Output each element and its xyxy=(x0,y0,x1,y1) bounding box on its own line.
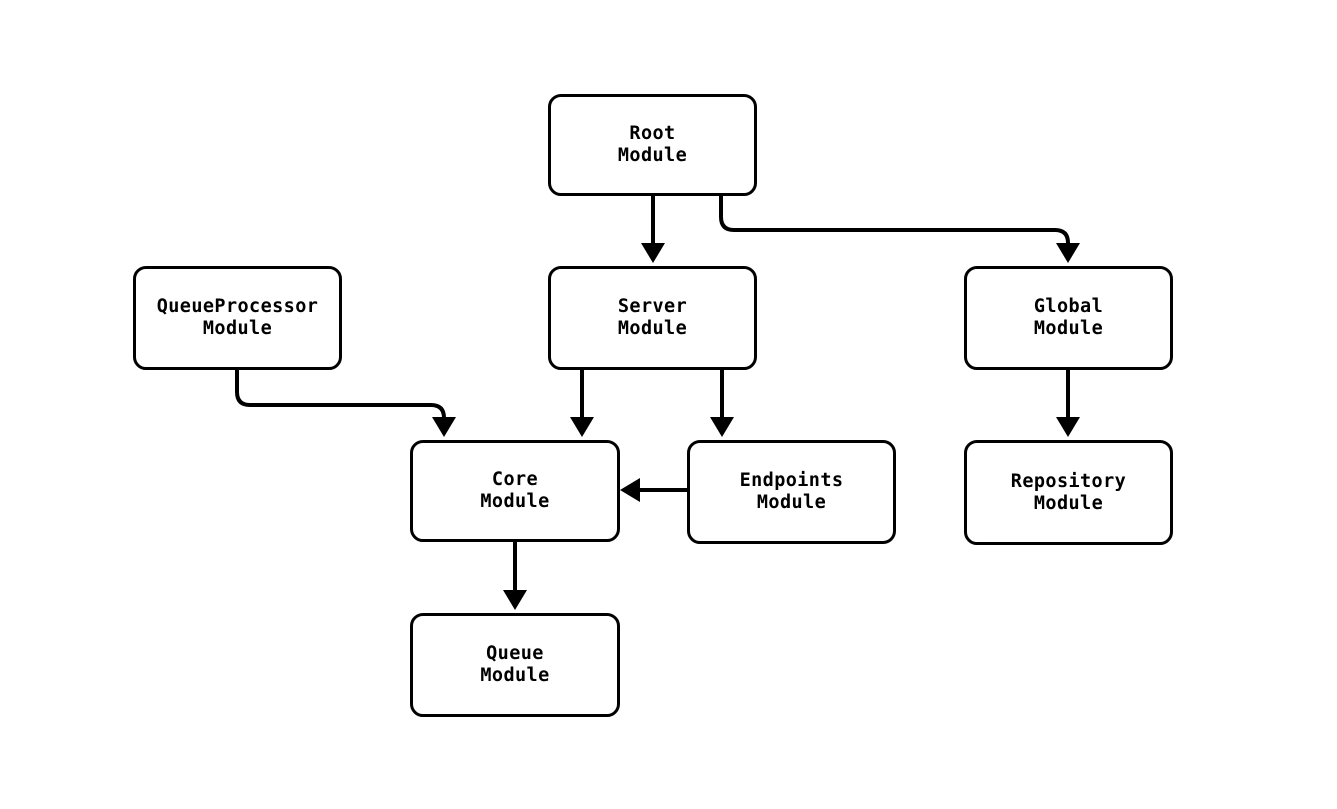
node-server-module-label-line2: Module xyxy=(617,318,688,339)
node-repository-module[interactable]: Repository Module xyxy=(964,440,1173,545)
edge-queueprocessor-to-core xyxy=(235,370,456,437)
edge-global-to-repository xyxy=(1056,370,1080,437)
arrowhead-down-icon xyxy=(641,243,665,263)
arrowhead-down-icon xyxy=(710,417,734,437)
node-repository-module-label-line1: Repository xyxy=(1010,470,1127,492)
node-queue-module-label-line1: Queue xyxy=(486,643,544,664)
node-core-module-label-line2: Module xyxy=(480,491,550,512)
node-queue-module-label-line2: Module xyxy=(480,665,550,686)
node-queueprocessor-module[interactable]: QueueProcessor Module xyxy=(133,266,342,370)
node-global-module-label-line2: Module xyxy=(1033,318,1104,339)
edge-server-to-endpoints xyxy=(710,370,734,437)
arrowhead-down-icon xyxy=(570,417,594,437)
node-core-module[interactable]: Core Module xyxy=(410,440,620,542)
edge-endpoints-to-core xyxy=(620,478,687,502)
node-server-module[interactable]: Server Module xyxy=(548,266,757,370)
edge-root-to-server xyxy=(641,196,665,263)
node-endpoints-module-label-line2: Module xyxy=(756,492,827,513)
arrowhead-down-icon xyxy=(1056,417,1080,437)
node-queue-module[interactable]: Queue Module xyxy=(410,613,620,717)
arrowhead-down-icon xyxy=(1056,243,1080,263)
node-global-module[interactable]: Global Module xyxy=(964,266,1173,370)
node-root-module-label-line2: Module xyxy=(617,145,688,166)
node-root-module[interactable]: Root Module xyxy=(548,94,757,196)
arrowhead-down-icon xyxy=(503,590,527,610)
node-queueprocessor-module-label-line1: QueueProcessor xyxy=(156,296,319,317)
node-queueprocessor-module-label-line2: Module xyxy=(202,318,273,339)
node-global-module-label-line1: Global xyxy=(1033,296,1104,317)
node-repository-module-label-line2: Module xyxy=(1033,492,1104,514)
node-endpoints-module[interactable]: Endpoints Module xyxy=(687,440,896,544)
arrowhead-left-icon xyxy=(620,478,640,502)
arrowhead-down-icon xyxy=(432,417,456,437)
node-root-module-label-line1: Root xyxy=(629,123,676,144)
node-server-module-label-line1: Server xyxy=(617,296,688,317)
edge-server-to-core xyxy=(570,370,594,437)
node-endpoints-module-label-line1: Endpoints xyxy=(739,470,844,491)
edge-root-to-global xyxy=(719,196,1080,263)
edge-core-to-queue xyxy=(503,542,527,610)
node-core-module-label-line1: Core xyxy=(491,469,539,490)
